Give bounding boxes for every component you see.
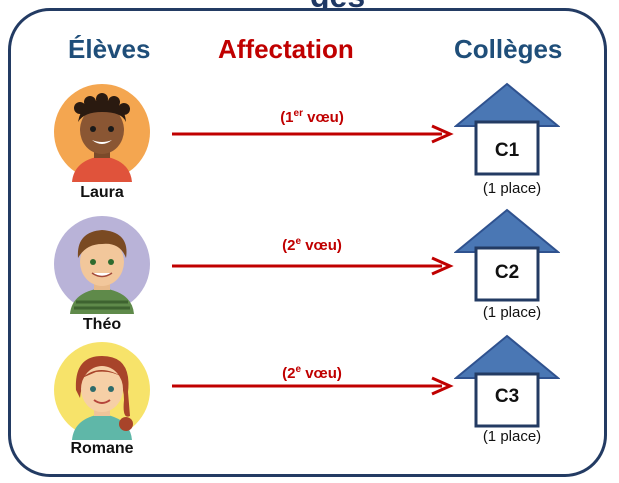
- header-students: Élèves: [68, 34, 151, 64]
- student-name-theo: Théo: [82, 316, 122, 333]
- header-assignment: Affectation: [218, 34, 354, 64]
- school-label-c2: C2: [494, 262, 520, 283]
- school-capacity-c3: (1 place): [482, 428, 542, 445]
- arrow-1: [172, 124, 454, 144]
- wish-label-2: (2e vœu): [282, 236, 342, 254]
- school-label-c3: C3: [494, 386, 520, 407]
- house-icon-c1: [454, 82, 560, 176]
- house-icon-c2: [454, 208, 560, 302]
- school-capacity-c1: (1 place): [482, 180, 542, 197]
- wish-label-3: (2e vœu): [282, 364, 342, 382]
- house-icon-c3: [454, 334, 560, 428]
- school-label-c1: C1: [494, 140, 520, 161]
- wish-label-1: (1er vœu): [280, 108, 344, 126]
- header-schools: Collèges: [454, 34, 563, 64]
- student-name-laura: Laura: [80, 184, 124, 201]
- avatar-theo: [54, 216, 150, 314]
- school-capacity-c2: (1 place): [482, 304, 542, 321]
- student-name-romane: Romane: [70, 440, 134, 457]
- avatar-romane: [54, 342, 150, 440]
- avatar-laura: [54, 84, 150, 182]
- arrow-3: [172, 376, 454, 396]
- arrow-2: [172, 256, 454, 276]
